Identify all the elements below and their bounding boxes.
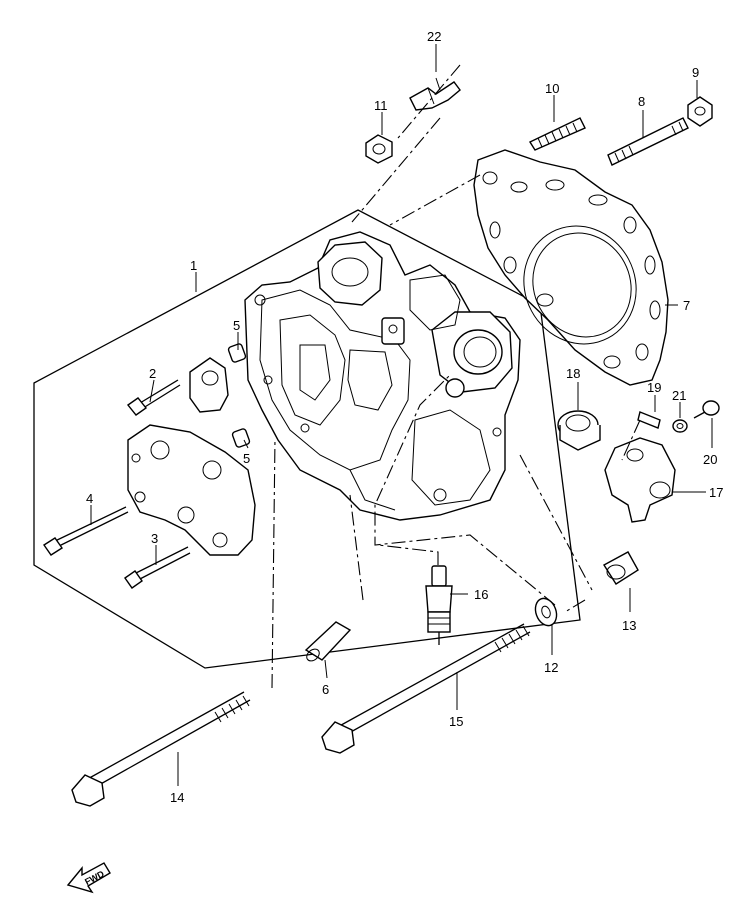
callout-5a: 5 xyxy=(233,318,240,333)
callout-13: 13 xyxy=(622,618,636,633)
callout-22: 22 xyxy=(427,29,441,44)
fwd-arrow-icon: FWD xyxy=(66,862,111,894)
bolt-19[interactable] xyxy=(637,411,661,429)
callout-14: 14 xyxy=(170,790,184,805)
thermostat-18[interactable] xyxy=(557,410,601,451)
callout-5b: 5 xyxy=(243,451,250,466)
bolt-20[interactable] xyxy=(693,400,720,419)
callout-4: 4 xyxy=(86,491,93,506)
head-gasket[interactable] xyxy=(473,149,669,386)
callout-8: 8 xyxy=(638,94,645,109)
sleeve-6[interactable] xyxy=(304,621,352,663)
washer-12[interactable] xyxy=(532,595,560,628)
dowel-pin-lower[interactable] xyxy=(231,428,251,448)
fitting-22[interactable] xyxy=(409,77,461,111)
stud-bolt-10[interactable] xyxy=(528,117,586,151)
callout-17: 17 xyxy=(709,485,723,500)
bolt-15[interactable] xyxy=(321,623,531,754)
leader-lines xyxy=(90,44,713,786)
thermostat-housing-17[interactable] xyxy=(604,437,676,523)
dowel-pin-upper[interactable] xyxy=(227,343,247,363)
callout-16: 16 xyxy=(474,587,488,602)
callout-19: 19 xyxy=(647,380,661,395)
callout-15: 15 xyxy=(449,714,463,729)
washer-21[interactable] xyxy=(672,419,688,433)
callout-9: 9 xyxy=(692,65,699,80)
cylinder-head[interactable] xyxy=(244,231,521,521)
spark-plug-16[interactable] xyxy=(425,565,453,645)
collar-13[interactable] xyxy=(603,551,639,585)
bolt-4[interactable] xyxy=(43,506,129,556)
assembly-lines xyxy=(271,64,641,689)
stud-bolt-8[interactable] xyxy=(607,117,689,166)
callout-3: 3 xyxy=(151,531,158,546)
callout-7: 7 xyxy=(683,298,690,313)
callout-20: 20 xyxy=(703,452,717,467)
callout-1: 1 xyxy=(190,258,197,273)
camshaft-holder-upper[interactable] xyxy=(189,357,229,413)
callout-11: 11 xyxy=(374,98,388,113)
nut-9[interactable] xyxy=(687,96,713,127)
callout-2: 2 xyxy=(149,366,156,381)
callout-labels: 1 2 3 4 5 5 6 7 8 9 10 11 12 13 14 15 16… xyxy=(86,29,723,805)
bolt-3[interactable] xyxy=(124,546,191,589)
callout-10: 10 xyxy=(545,81,559,96)
callout-6: 6 xyxy=(322,682,329,697)
bolt-14[interactable] xyxy=(71,691,251,807)
nut-11[interactable] xyxy=(365,134,393,164)
camshaft-holder[interactable] xyxy=(127,424,256,556)
assembly-frame xyxy=(33,209,581,669)
callout-21: 21 xyxy=(672,388,686,403)
bolt-2[interactable] xyxy=(126,379,181,416)
callout-12: 12 xyxy=(544,660,558,675)
callout-18: 18 xyxy=(566,366,580,381)
